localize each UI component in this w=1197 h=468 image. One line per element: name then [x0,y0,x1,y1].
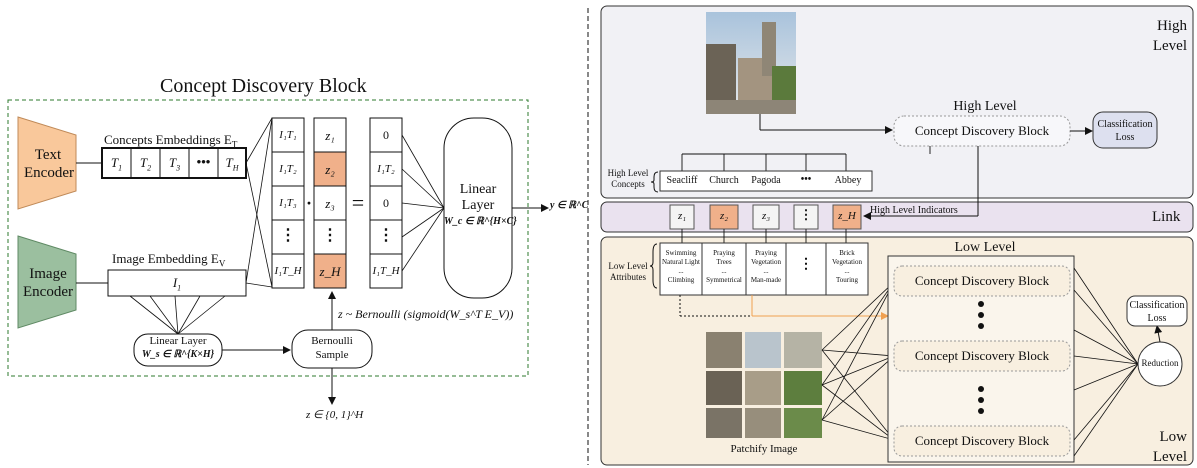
concepts-embeddings-label: Concepts Embeddings ET [104,132,238,150]
concept-abbey: Abbey [834,175,862,186]
cls-loss-low-shape [1126,295,1188,327]
z-cell-2: z₂ [325,162,335,177]
cdb-high-label: Concept Discovery Block [914,123,1050,138]
z-cell-3: z₃ [325,196,335,211]
z-distribution: z ~ Bernoulli (sigmoid(W_s^T E_V)) [338,307,514,321]
concepts-row-shape [659,170,873,192]
patchify-label: Patchify Image [730,443,798,455]
cdb-low-2: Concept Discovery Block [914,348,1050,363]
reduction-label: Reduction [1141,358,1179,368]
out-cell-h: I₁T_H [372,265,400,277]
high-level-panel [600,5,1194,199]
prod-cell-2: I₁T₂ [279,163,297,175]
high-level-label: High Level [953,99,1017,114]
link-zdots: ⋮ [799,207,813,222]
linear-layer-eq: W_c ∈ ℝ^{H×C} [444,216,517,227]
attr-box [659,242,869,296]
token-h: TH [225,155,239,173]
z-set: z ∈ {0, 1}^H [306,409,364,421]
concept-pagoda: Pagoda [751,175,781,186]
token-3: T3 [168,155,181,173]
concept-dots: ••• [800,174,812,185]
out-cell-dots: ⋮ [378,227,394,244]
image-token-box [107,269,247,297]
concept-seacliff: Seacliff [666,175,698,186]
z-cell-dots: ⋮ [322,227,338,244]
link-label: Link [1152,209,1181,225]
high-photo [706,12,796,114]
link-z-boxes [669,204,862,230]
high-level-indicators-label: High Level Indicators [870,205,958,216]
image-embedding-label: Image Embedding EV [112,251,226,269]
eq-operator: = [351,190,365,215]
patch-grid [706,332,822,438]
token-row-box [101,147,247,179]
product-column [271,117,305,289]
out-cell-1: 0 [383,128,389,142]
link-z2: z₂ [719,210,729,222]
cdb-dashed-border [7,99,529,377]
token-dots: ••• [196,154,211,169]
out-cell-3: 0 [383,196,389,210]
prod-cell-1: I₁T₁ [279,129,297,141]
image-token: I1 [172,275,182,293]
out-column [369,117,403,289]
dot-operator: · [305,193,312,213]
cdb-low-1: Concept Discovery Block [914,273,1050,288]
image-encoder-shape [17,235,77,329]
low-level-label: Low Level [954,240,1016,255]
cdb-low-3: Concept Discovery Block [914,433,1050,448]
concept-church: Church [709,175,739,186]
prod-cell-3: I₁T₃ [279,197,297,209]
attr-col-dots: ⋮ [799,257,813,272]
link-z1: z₁ [677,210,687,222]
linear-small-label: Linear Layer [149,335,207,347]
link-zh: z_H [838,210,856,222]
cls-loss-high-shape [1092,111,1158,149]
link-z3: z₃ [761,210,771,222]
z-column [313,117,347,289]
linear-small-eq: W_s ∈ ℝ^{K×H} [141,349,215,360]
z-cell-1: z₁ [325,128,335,143]
prod-cell-h: I₁T_H [274,265,302,277]
link-panel [600,201,1194,233]
z-cell-h: z_H [319,264,341,279]
cdb-title: Concept Discovery Block [160,75,367,97]
out-cell-2: I₁T₂ [377,163,395,175]
token-2: T2 [139,155,152,173]
prod-cell-dots: ⋮ [280,227,296,244]
y-output-eq: y ∈ ℝ^C [550,200,589,211]
text-encoder-shape [17,116,77,210]
token-1: T1 [110,155,123,173]
